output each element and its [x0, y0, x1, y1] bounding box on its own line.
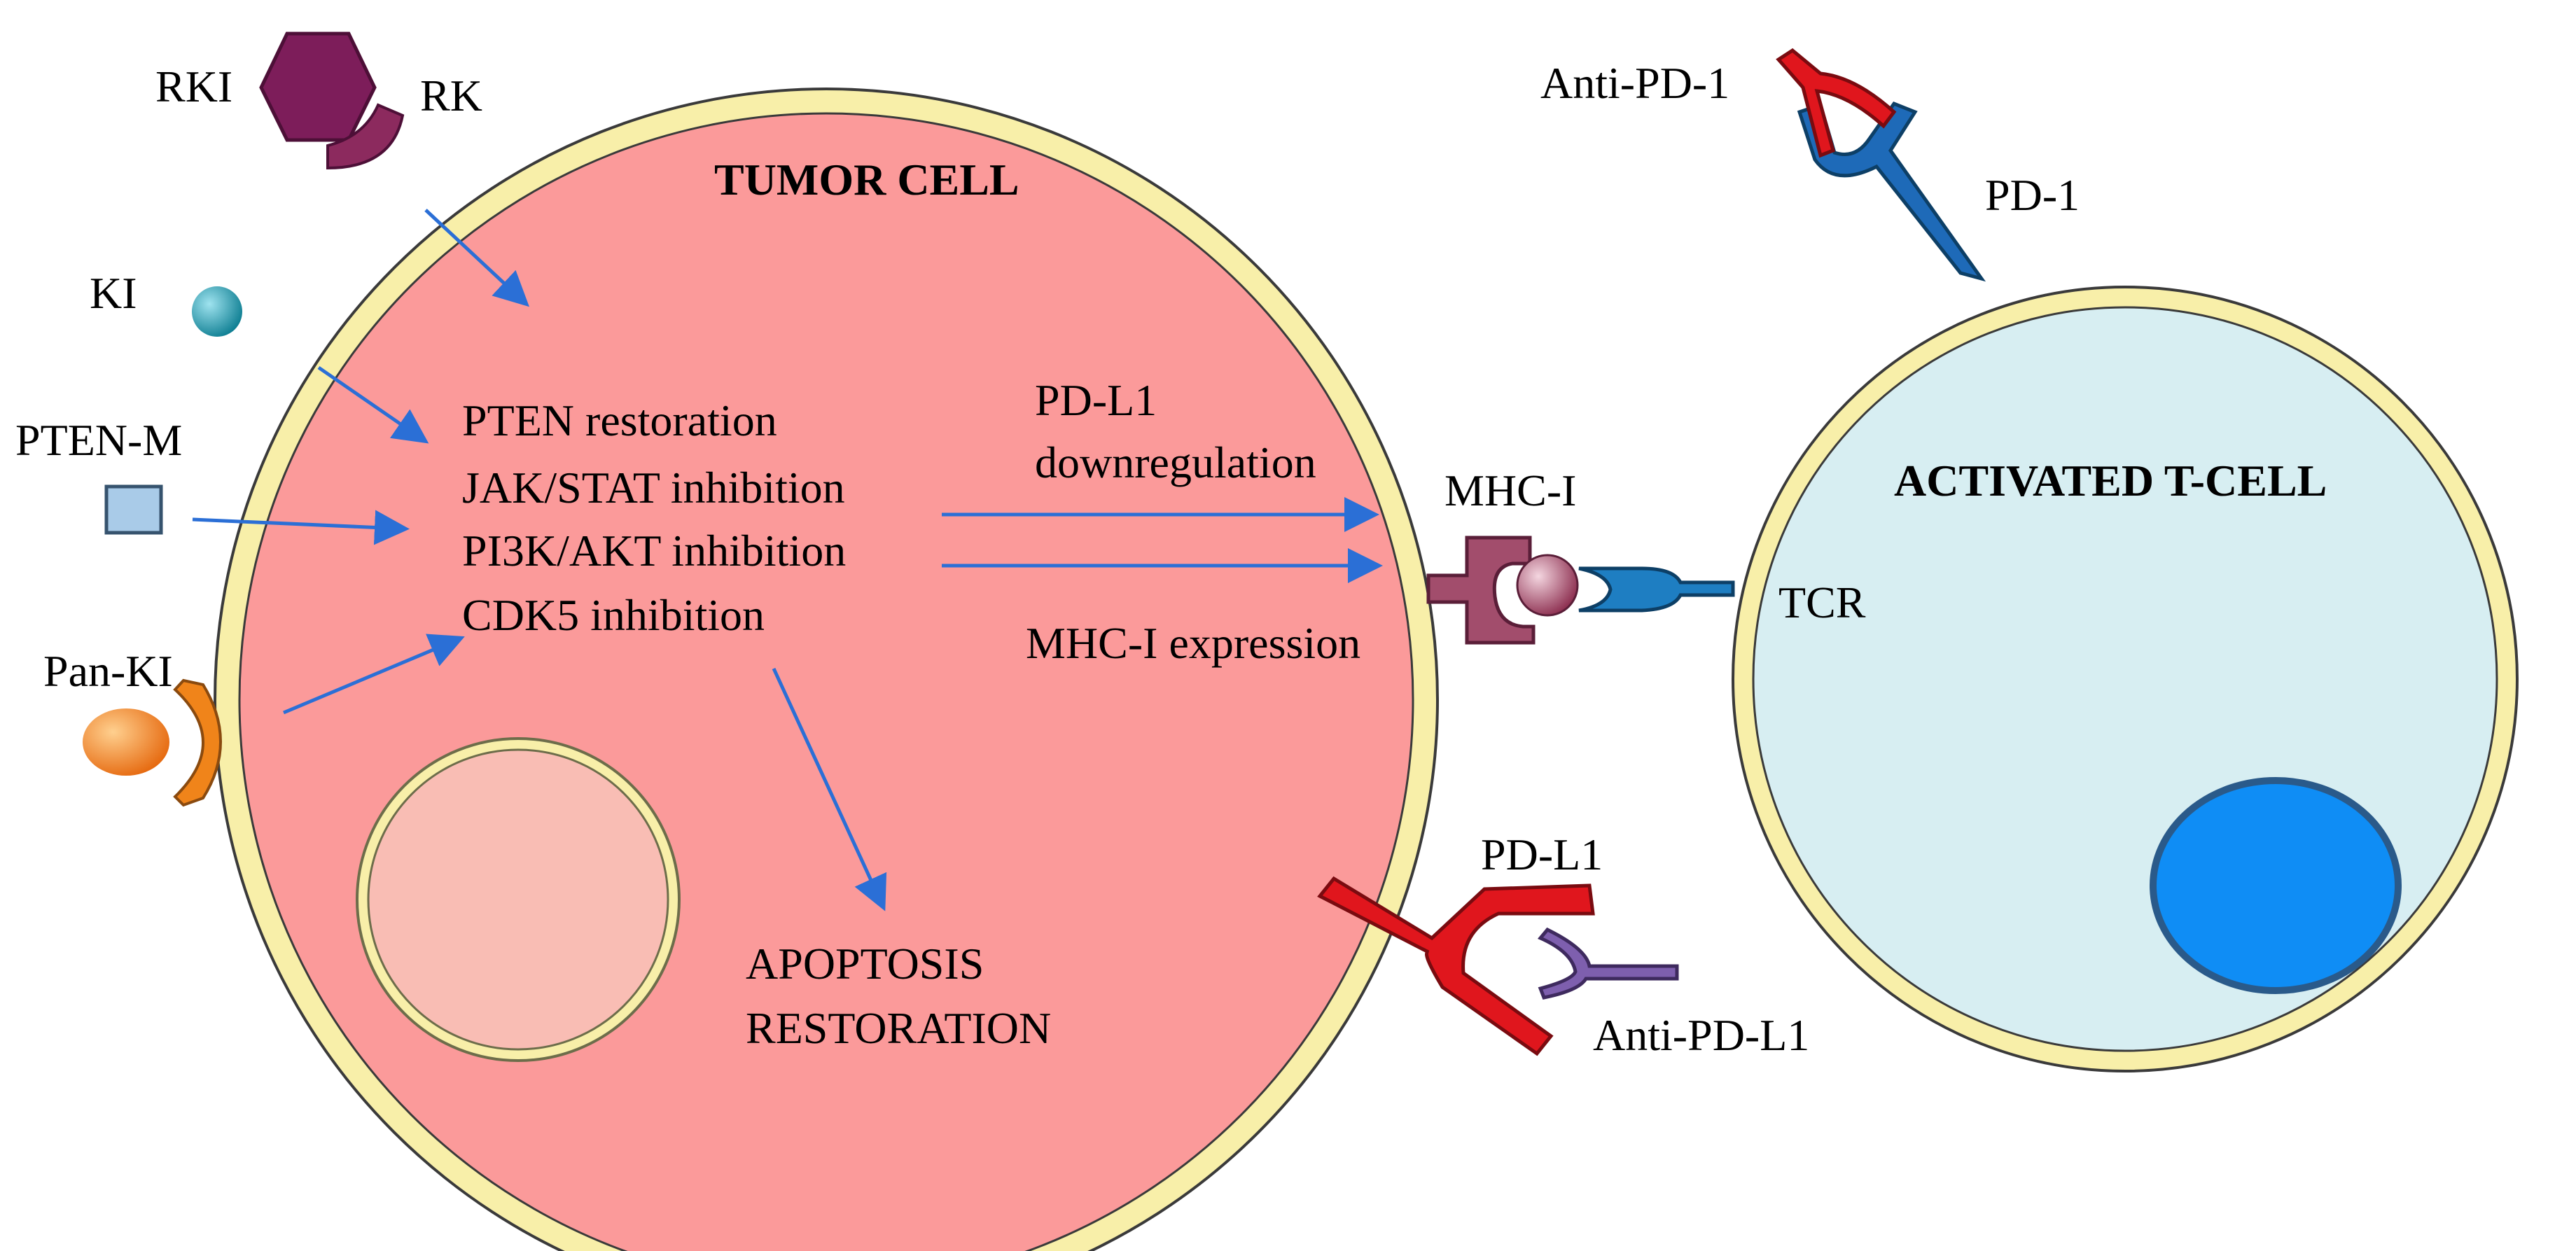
rk-label: RK: [420, 71, 482, 120]
outcome-pdl1-line2: downregulation: [1035, 438, 1316, 487]
pan-ki-receptor-icon: [173, 678, 222, 807]
anti-pd-l1-label: Anti-PD-L1: [1593, 1010, 1809, 1060]
anti-pd-1-antibody: [1776, 48, 1897, 158]
pten-m-label: PTEN-M: [15, 415, 182, 465]
pan-ki-label: Pan-KI: [43, 646, 173, 696]
tumor-nucleus: [357, 739, 679, 1061]
t-cell-inner-outline: [1752, 306, 2498, 1052]
mhc-peptide-sphere-icon: [1516, 554, 1579, 617]
mhc-i-label: MHC-I: [1444, 466, 1576, 515]
tcr-receptor: [1578, 566, 1735, 613]
tumor-nucleus-inner-outline: [367, 748, 669, 1051]
tcr-label: TCR: [1778, 578, 1866, 627]
tumor-cell-title: TUMOR CELL: [714, 155, 1019, 204]
pd-1-label: PD-1: [1985, 170, 2080, 220]
tumor-cell-inner-outline: [238, 112, 1414, 1251]
ki-sphere-icon: [192, 286, 242, 337]
t-cell-title: ACTIVATED T-CELL: [1894, 456, 2327, 505]
pan-ki-oval-icon: [83, 708, 169, 776]
pd-l1-receptor: [1317, 876, 1595, 1056]
pathway-pten: PTEN restoration: [462, 396, 777, 445]
tumor-cell-body: [216, 90, 1437, 1251]
anti-pd-1-label: Anti-PD-1: [1540, 58, 1729, 108]
pd-l1-label: PD-L1: [1481, 830, 1603, 879]
rk-receptor-icon: [326, 103, 405, 170]
t-cell-outline: [1732, 286, 2519, 1072]
anti-pd-l1-antibody: [1537, 927, 1679, 1000]
mhc-i-receptor: [1426, 536, 1579, 645]
pten-m-square-icon: [104, 484, 163, 535]
anti-pd-1-antibody-icon: [1776, 48, 1897, 158]
rki-label: RKI: [155, 62, 232, 111]
arrow-ki-to-pathways: [317, 365, 429, 444]
anti-pd-l1-antibody-icon: [1537, 927, 1679, 1000]
arrow-apoptosis: [772, 667, 887, 911]
arrow-rk-to-cell: [424, 209, 529, 307]
t-cell-body: [1734, 288, 2516, 1070]
t-cell-nucleus: [2150, 777, 2402, 994]
arrow-pan-ki-to-pathways: [283, 634, 465, 715]
arrow-pten-m-to-pathways: [192, 510, 410, 545]
tumor-nucleus-outline: [356, 737, 681, 1062]
tumor-cell: [214, 88, 1439, 1251]
outcome-mhc-expression: MHC-I expression: [1026, 618, 1360, 668]
mhc-i-receptor-icon: [1426, 536, 1536, 645]
outcome-apoptosis-line1: APOPTOSIS: [746, 939, 984, 988]
outcome-pdl1-line1: PD-L1: [1035, 375, 1157, 425]
rki-molecule: [259, 32, 377, 142]
pd-l1-receptor-icon: [1317, 876, 1595, 1056]
tcr-receptor-icon: [1578, 566, 1735, 613]
pathway-pi3k-akt: PI3K/AKT inhibition: [462, 526, 846, 575]
outcome-apoptosis-line2: RESTORATION: [746, 1003, 1051, 1053]
t-cell: [1732, 286, 2519, 1072]
ki-label: KI: [90, 268, 137, 318]
pathway-jak-stat: JAK/STAT inhibition: [462, 463, 845, 512]
rki-hexagon-icon: [259, 32, 377, 142]
pathway-cdk5: CDK5 inhibition: [462, 590, 765, 640]
tumor-cell-outline: [214, 88, 1439, 1251]
